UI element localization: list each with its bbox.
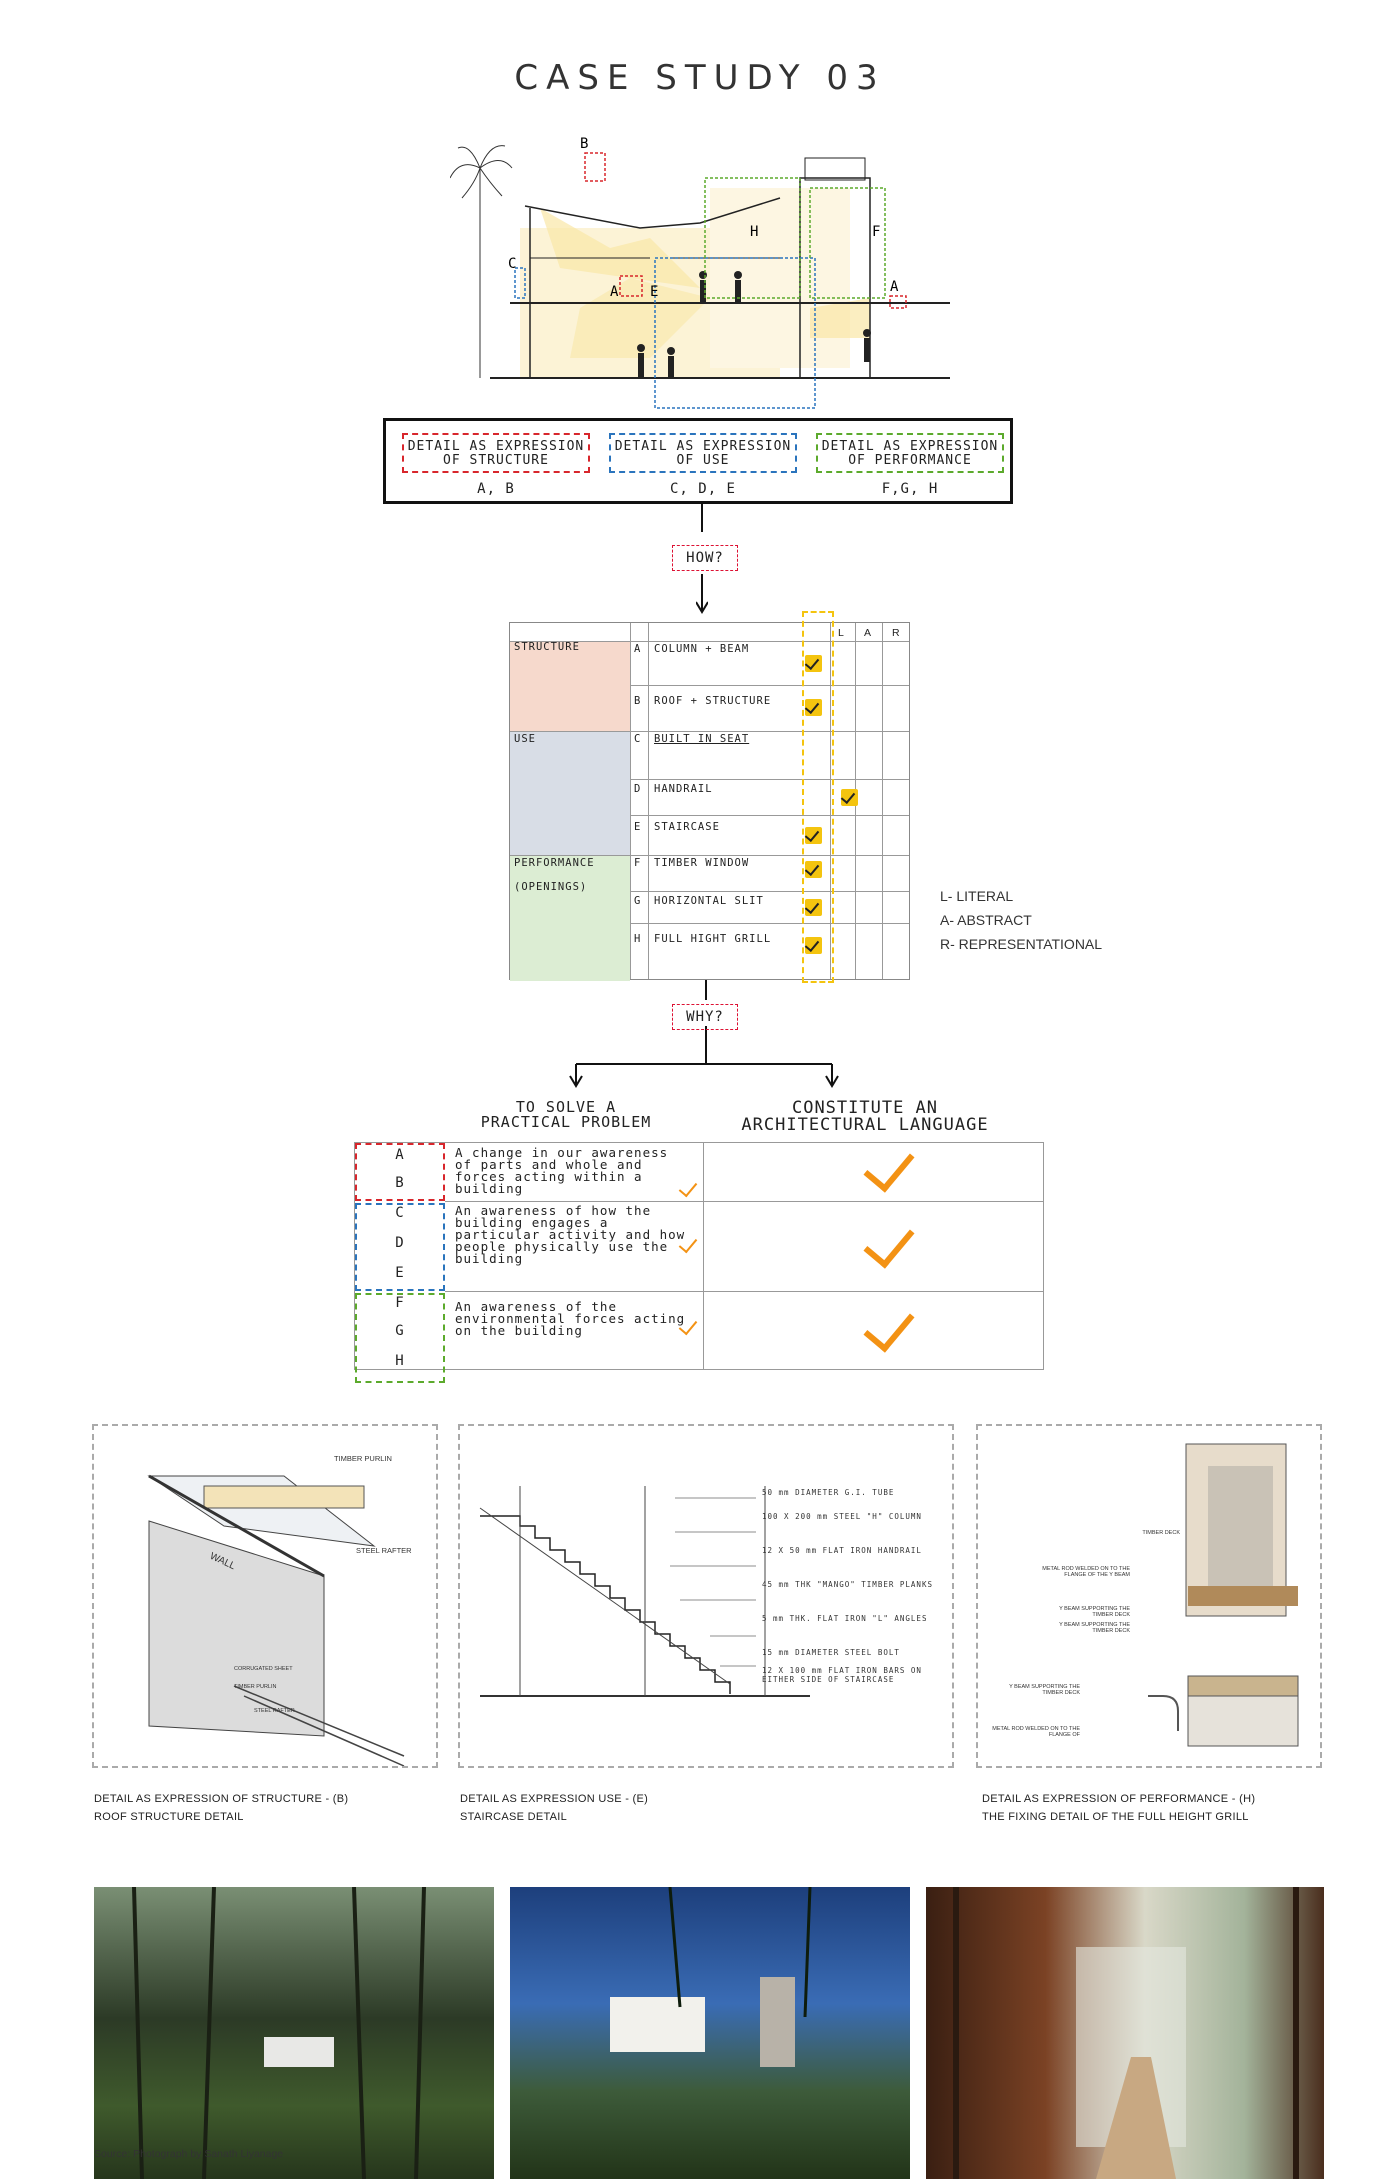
staircase-detail-panel: 50 mm DIAMETER G.I. TUBE 100 X 200 mm ST… [458,1424,954,1768]
col-header-r: R [892,627,900,639]
check-icon [805,861,822,878]
marker-a2: A [890,279,899,295]
check-icon [805,699,822,716]
row-letter: E [634,821,642,833]
why-letter: E [395,1265,405,1281]
marker-c: C [508,256,516,272]
why-table: A B C D E F G H A change in our awarenes… [354,1139,1044,1383]
row-label: STAIRCASE [654,821,720,833]
why-text: An awareness of the environmental forces… [455,1299,686,1338]
why-letter: C [395,1205,405,1221]
why-letter: G [395,1323,405,1339]
row-label: HANDRAIL [654,783,713,795]
row-letter: F [634,857,642,869]
legend-structure-items: A, B [477,481,515,497]
why-letter: D [395,1235,405,1251]
why-letter: H [395,1353,405,1369]
legend-use-items: C, D, E [669,481,736,497]
language-check-icon [863,1139,915,1193]
literal-column-highlight [802,611,834,983]
why-tag: WHY? [672,1004,738,1030]
marker-b: B [580,136,588,152]
group-fgh-frame [355,1293,445,1383]
group-use: USE [514,733,536,745]
group-ab-frame [355,1143,445,1201]
check-icon [841,789,858,806]
row-label: TIMBER WINDOW [654,857,750,869]
row-letter: B [634,695,642,707]
check-icon [805,655,822,672]
row-letter: D [634,783,642,795]
row-label: BUILT IN SEAT [654,733,750,745]
detail-matrix-table: STRUCTURE USE PERFORMANCE (OPENINGS) L A… [509,611,910,983]
legend-performance-items: F,G, H [881,481,939,497]
why-letter: F [395,1295,405,1311]
roof-detail-panel: TIMBER PURLIN STEEL RAFTER WALL CORRUGAT… [92,1424,438,1768]
photo-source-credit: Source: Photograph by Sanath Liyanage [94,2148,284,2160]
staircase-detail-caption: DETAIL AS EXPRESSION USE - (E)STAIRCASE … [460,1793,649,1823]
col-header-a: A [864,627,872,639]
check-icon [805,827,822,844]
marker-h: H [750,224,758,240]
language-check-icon [863,1215,915,1269]
photo-house-exterior [510,1887,910,2179]
how-tag: HOW? [672,545,738,571]
staircase-detail-drawing [479,1486,810,1697]
marker-e: E [650,284,658,300]
abbreviation-legend: L- LITERAL A- ABSTRACT R- REPRESENTATION… [940,888,1103,952]
house-section-drawing: B C A E H F A [450,136,950,409]
group-structure: STRUCTURE [514,641,580,653]
row-letter: G [634,895,642,907]
why-letter: A [395,1147,405,1163]
row-letter: A [634,643,642,655]
grill-detail-caption: DETAIL AS EXPRESSION OF PERFORMANCE - (H… [982,1793,1256,1823]
row-label: ROOF + STRUCTURE [654,695,772,707]
page-title: CASE STUDY 03 [514,58,886,98]
photo-house-in-forest [94,1887,494,2179]
group-performance-sub: (OPENINGS) [514,881,588,893]
fork-arrow [569,980,839,1088]
col-header-l: L [838,627,844,639]
why-text: An awareness of how the building engages… [455,1203,686,1266]
arrow-down [696,504,708,614]
row-letter: C [634,733,642,745]
check-icon [805,899,822,916]
marker-f: F [872,224,880,240]
grill-detail-panel: TIMBER DECK METAL ROD WELDED ON TO THE F… [976,1424,1322,1768]
group-cde-frame [355,1203,445,1291]
row-letter: H [634,933,642,945]
marker-a: A [610,284,619,300]
roof-detail-caption: DETAIL AS EXPRESSION OF STRUCTURE - (B)R… [94,1793,349,1823]
language-check-icon [863,1299,915,1353]
why-text: A change in our awareness of parts and w… [455,1145,669,1196]
photo-interior-corridor [926,1887,1324,2179]
why-letter: B [395,1175,405,1191]
row-label: HORIZONTAL SLIT [654,895,764,907]
row-label: COLUMN + BEAM [654,643,750,655]
check-icon [805,937,822,954]
roof-detail-drawing [147,1474,405,1767]
grill-detail-drawing [1148,1443,1299,1747]
row-label: FULL HIGHT GRILL [654,933,772,945]
group-performance: PERFORMANCE [514,857,595,869]
